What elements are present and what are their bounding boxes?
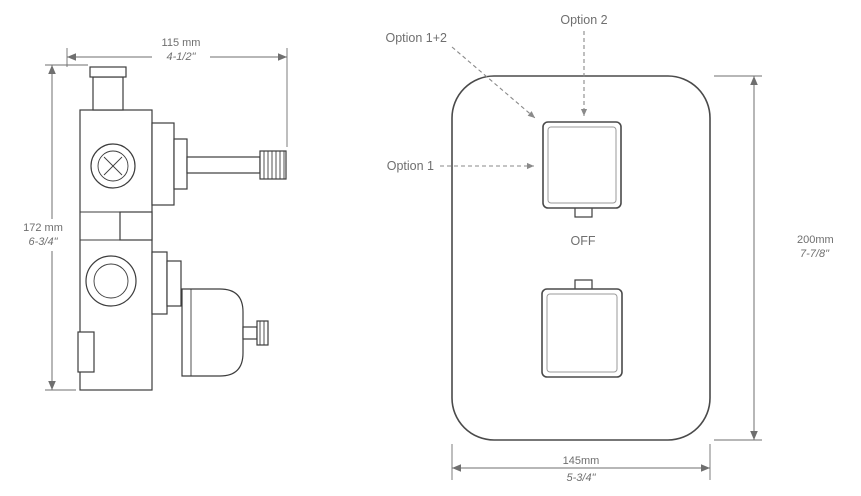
inlet-pipe-cap [89, 66, 127, 78]
side-width-metric: 115 mm [162, 37, 201, 49]
option-1-plus-2-label: Option 1+2 [385, 31, 447, 45]
cartridge-shaft [186, 156, 261, 174]
side-width-dimension: 115 mm 4-1/2" [66, 37, 288, 147]
top-knob [542, 121, 622, 218]
upper-cartridge-step [173, 138, 188, 190]
side-view: 115 mm 4-1/2" 172 mm 6-3/4" [23, 37, 288, 391]
knurled-spindle [259, 150, 287, 180]
control-cap [181, 288, 244, 377]
lower-cartridge-block [151, 251, 168, 315]
side-height-imperial: 6-3/4" [29, 236, 59, 248]
upper-cartridge-block [151, 122, 175, 206]
side-width-imperial: 4-1/2" [167, 51, 197, 63]
lower-cartridge-step [166, 260, 182, 307]
front-height-dimension: 200mm 7-7/8" [714, 75, 834, 441]
front-width-dimension: 145mm 5-3/4" [451, 444, 711, 484]
valve-assembly [77, 66, 287, 391]
inlet-pipe [92, 76, 124, 111]
upper-port-circle [90, 143, 136, 189]
body-center-block [119, 211, 153, 241]
lower-port-circle [85, 255, 137, 307]
front-width-imperial: 5-3/4" [567, 472, 597, 484]
off-label: OFF [571, 234, 596, 248]
front-height-imperial: 7-7/8" [800, 248, 830, 260]
front-width-metric: 145mm [563, 455, 600, 467]
side-height-metric: 172 mm [23, 222, 63, 234]
side-height-dimension: 172 mm 6-3/4" [23, 64, 88, 391]
option-1-plus-2-leader [451, 46, 536, 119]
front-height-metric: 200mm [797, 234, 834, 246]
mounting-foot [77, 331, 95, 373]
trim-plate [451, 75, 711, 441]
cap-spindle [242, 320, 269, 346]
option-1-label: Option 1 [387, 159, 434, 173]
front-view: Option 2 Option 1+2 Option 1 OFF 200mm 7… [385, 13, 833, 484]
bottom-knob [541, 279, 623, 378]
option-2-label: Option 2 [560, 13, 607, 27]
